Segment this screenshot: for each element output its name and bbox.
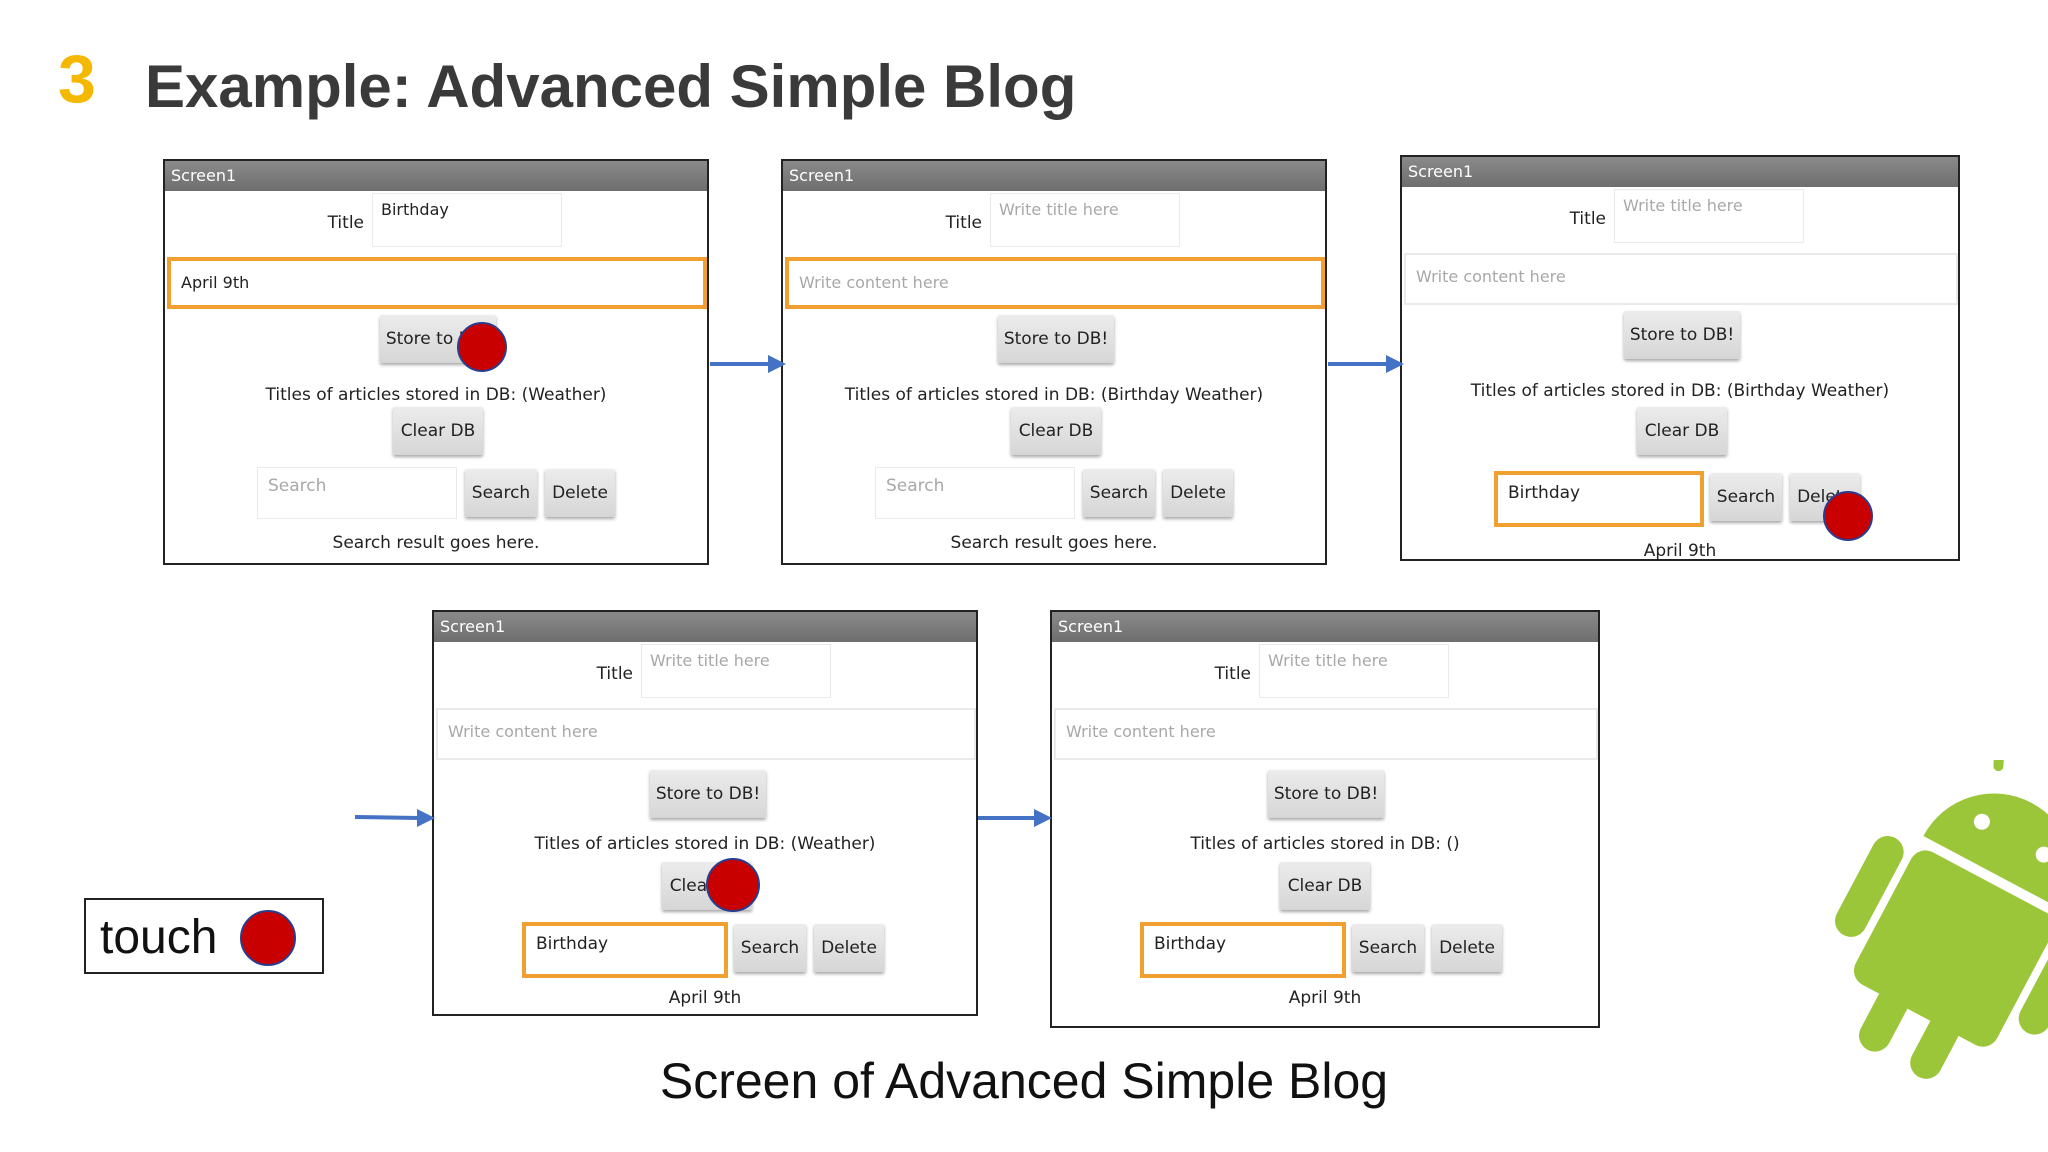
stored-titles-label: Titles of articles stored in DB: (Weathe… — [534, 834, 876, 854]
store-to-db-button[interactable]: Store to DB! — [1268, 770, 1384, 818]
touch-marker-icon — [457, 322, 507, 372]
content-input[interactable]: Write content here — [1054, 708, 1598, 760]
legend-label: touch — [100, 911, 218, 964]
title-input[interactable]: Write title here — [641, 644, 831, 698]
phone-screen-4: Screen1 Title Write title here Write con… — [432, 610, 978, 1016]
screen-title-bar: Screen1 — [1402, 157, 1958, 187]
title-input[interactable]: Write title here — [990, 193, 1180, 247]
search-input[interactable]: Birthday — [1494, 471, 1704, 527]
search-button[interactable]: Search — [1710, 473, 1782, 521]
delete-button[interactable]: Delete — [545, 469, 615, 517]
stored-titles-label: Titles of articles stored in DB: () — [1190, 834, 1460, 854]
search-result-text: April 9th — [1643, 541, 1717, 561]
search-result-text: Search result goes here. — [950, 533, 1158, 553]
screen-title-bar: Screen1 — [434, 612, 976, 642]
phone-screen-3: Screen1 Title Write title here Write con… — [1400, 155, 1960, 561]
touch-marker-icon — [1823, 491, 1873, 541]
search-result-text: April 9th — [668, 988, 742, 1008]
title-input[interactable]: Birthday — [372, 193, 562, 247]
clear-db-button[interactable]: Clear DB — [1280, 862, 1370, 910]
slide-caption: Screen of Advanced Simple Blog — [659, 1053, 1389, 1109]
search-result-text: April 9th — [1288, 988, 1362, 1008]
arrow-right-icon — [978, 809, 1052, 827]
arrow-right-icon — [355, 809, 435, 827]
screen-title-bar: Screen1 — [1052, 612, 1598, 642]
search-button[interactable]: Search — [1352, 924, 1424, 972]
title-label: Title — [945, 213, 982, 233]
arrow-right-icon — [1328, 355, 1404, 373]
android-robot-icon — [1835, 760, 2048, 1079]
touch-marker-icon — [706, 858, 760, 912]
touch-marker-icon — [240, 910, 296, 966]
stored-titles-label: Titles of articles stored in DB: (Birthd… — [1470, 381, 1890, 401]
title-label: Title — [1569, 209, 1606, 229]
search-button[interactable]: Search — [734, 924, 806, 972]
content-input[interactable]: Write content here — [785, 257, 1325, 309]
slide-number: 3 — [58, 41, 96, 117]
clear-db-button[interactable]: Clear DB — [1011, 407, 1101, 455]
stored-titles-label: Titles of articles stored in DB: (Birthd… — [844, 385, 1264, 405]
delete-button[interactable]: Delete — [1163, 469, 1233, 517]
clear-db-button[interactable]: Clear DB — [393, 407, 483, 455]
title-label: Title — [596, 664, 633, 684]
search-input[interactable]: Search — [257, 467, 457, 519]
title-input[interactable]: Write title here — [1614, 189, 1804, 243]
slide-title: Example: Advanced Simple Blog — [145, 53, 1077, 120]
arrow-right-icon — [710, 355, 786, 373]
delete-button[interactable]: Delete — [1432, 924, 1502, 972]
delete-button[interactable]: Delete — [814, 924, 884, 972]
search-button[interactable]: Search — [1083, 469, 1155, 517]
screen-title-bar: Screen1 — [783, 161, 1325, 191]
search-input[interactable]: Birthday — [522, 922, 728, 978]
search-input[interactable]: Birthday — [1140, 922, 1346, 978]
screen-title-bar: Screen1 — [165, 161, 707, 191]
title-input[interactable]: Write title here — [1259, 644, 1449, 698]
title-label: Title — [327, 213, 364, 233]
content-input[interactable]: April 9th — [167, 257, 707, 309]
touch-legend: touch — [84, 898, 324, 974]
store-to-db-button[interactable]: Store to DB! — [1624, 311, 1740, 359]
phone-screen-2: Screen1 Title Write title here Write con… — [781, 159, 1327, 565]
stored-titles-label: Titles of articles stored in DB: (Weathe… — [265, 385, 607, 405]
search-button[interactable]: Search — [465, 469, 537, 517]
search-input[interactable]: Search — [875, 467, 1075, 519]
content-input[interactable]: Write content here — [1404, 253, 1958, 305]
clear-db-button[interactable]: Clear DB — [1637, 407, 1727, 455]
store-to-db-button[interactable]: Store to DB! — [998, 315, 1114, 363]
title-label: Title — [1214, 664, 1251, 684]
phone-screen-5: Screen1 Title Write title here Write con… — [1050, 610, 1600, 1028]
search-result-text: Search result goes here. — [332, 533, 540, 553]
phone-screen-1: Screen1 Title Birthday April 9th Store t… — [163, 159, 709, 565]
content-input[interactable]: Write content here — [436, 708, 976, 760]
store-to-db-button[interactable]: Store to DB! — [650, 770, 766, 818]
